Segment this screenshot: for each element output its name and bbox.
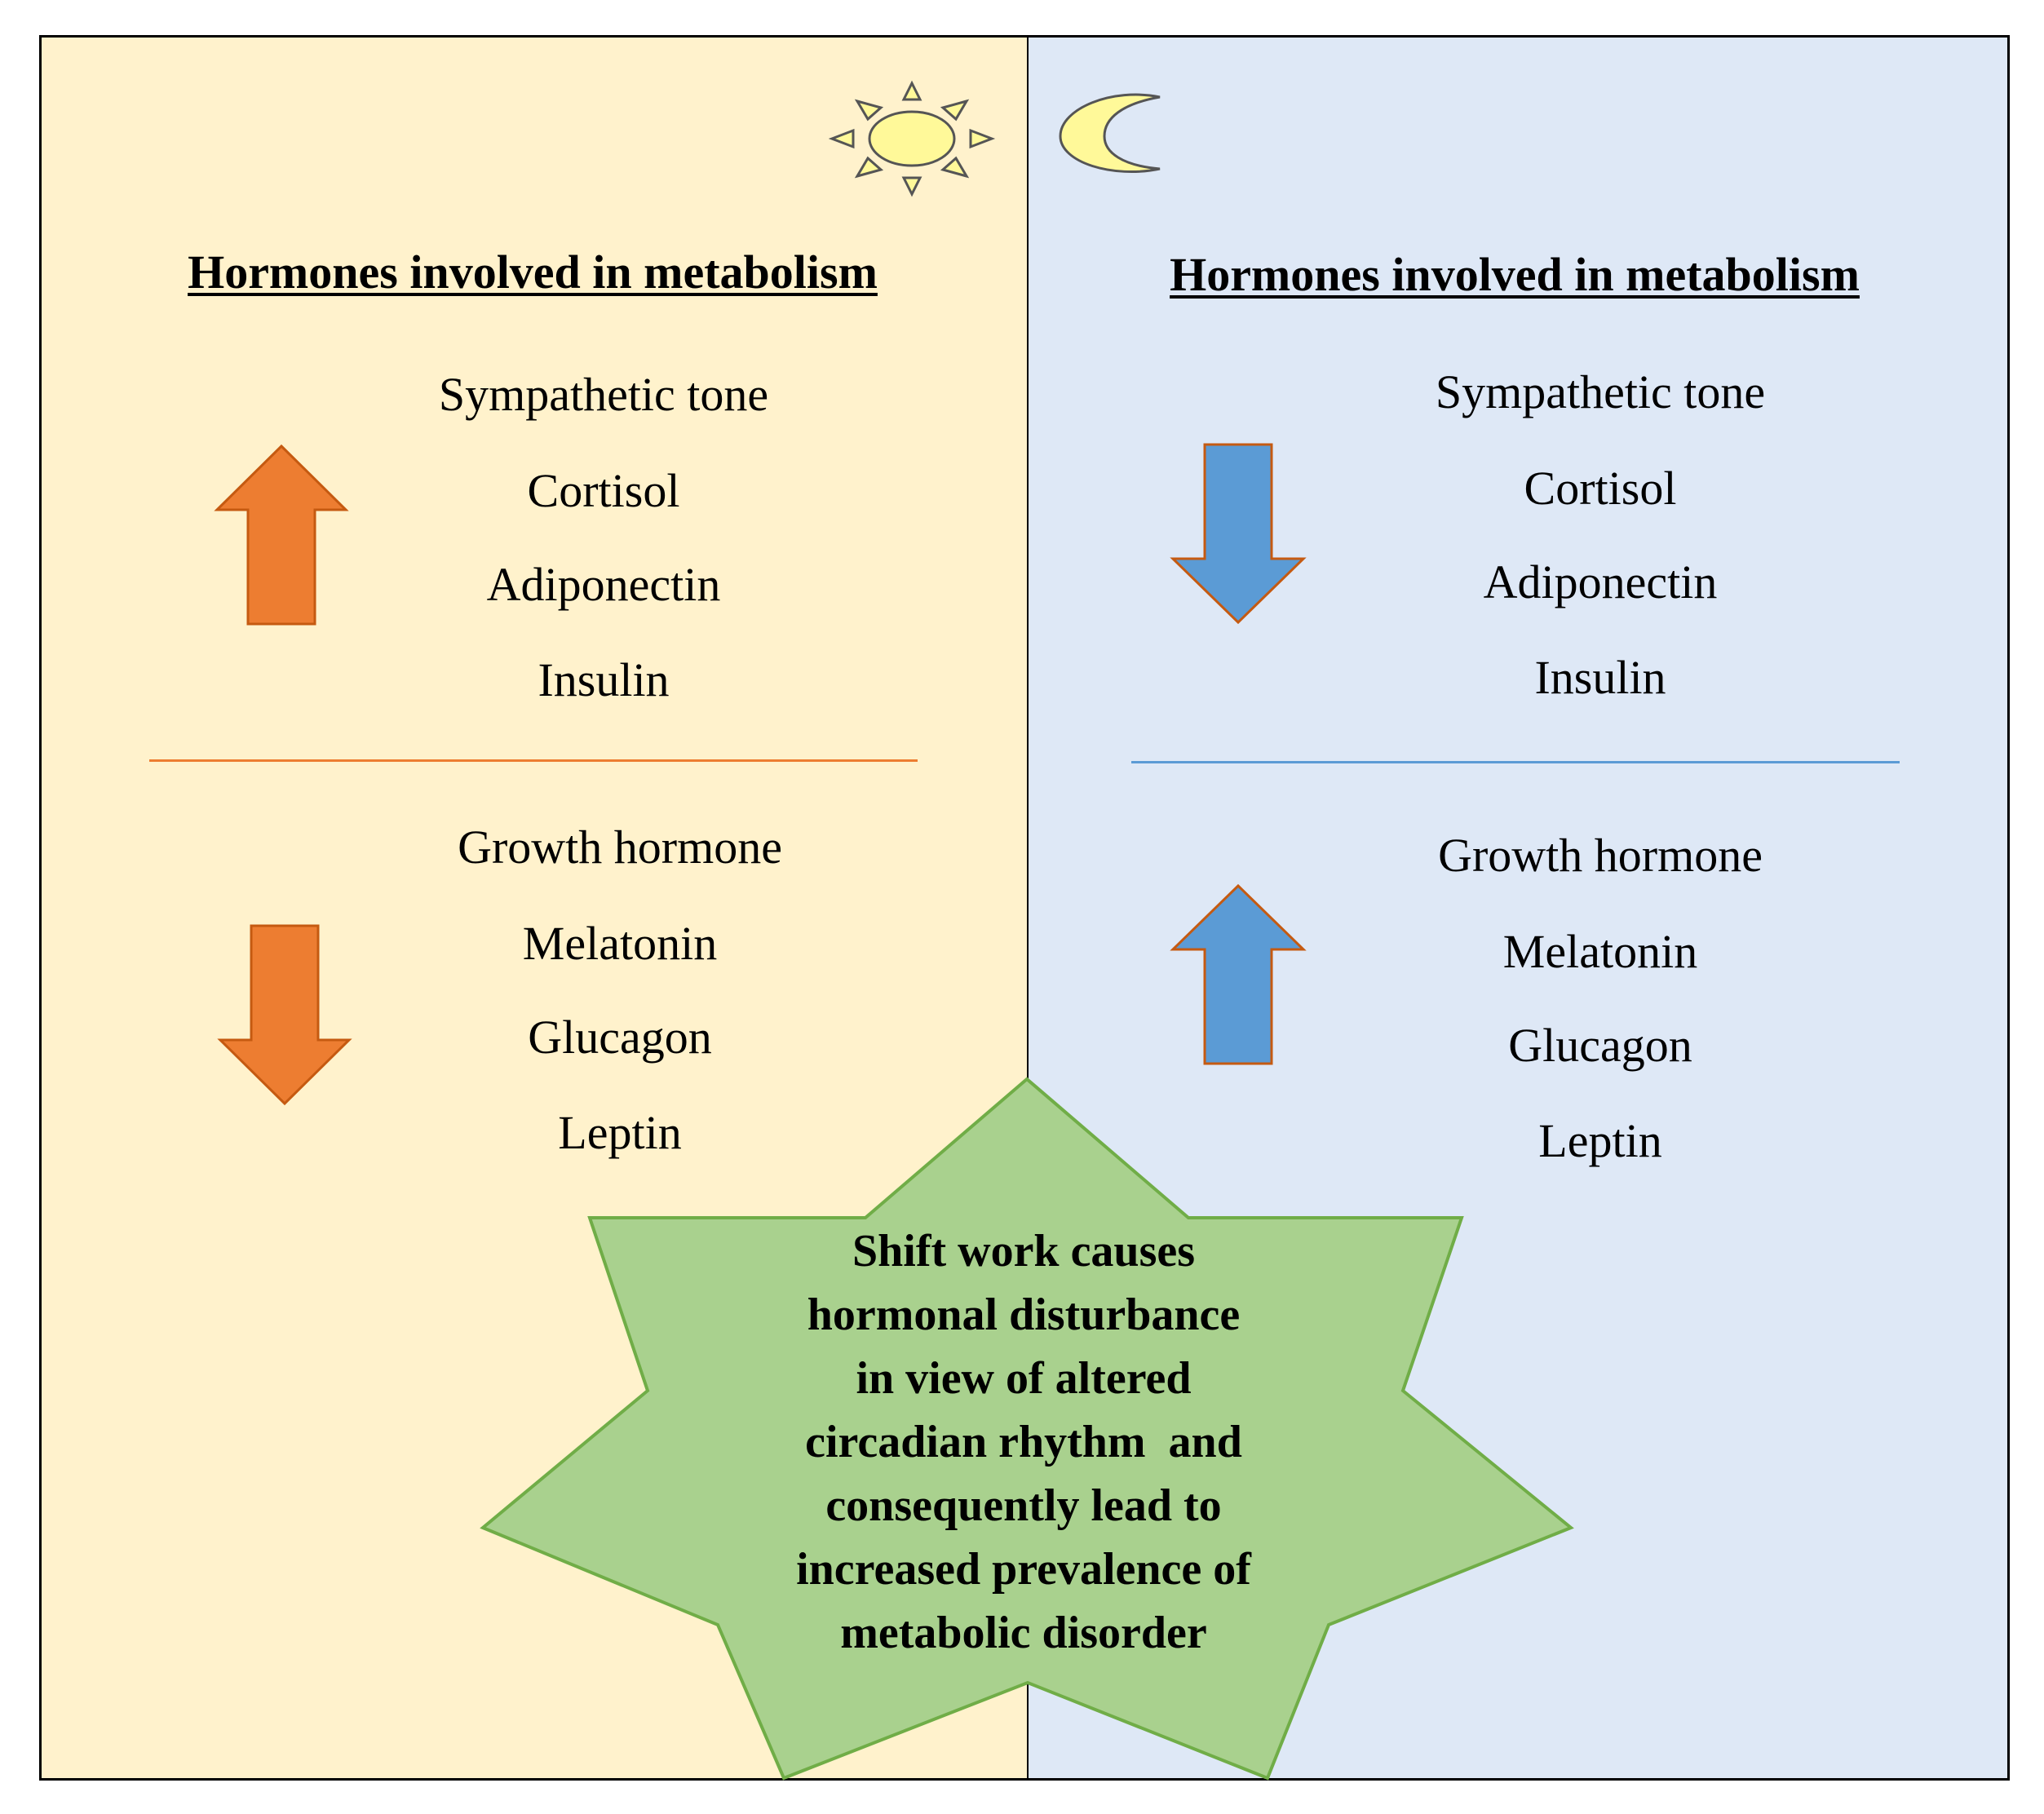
night-increased-item: Melatonin (1502, 925, 1698, 978)
day-down-arrow-icon (217, 924, 352, 1106)
moon-icon (1059, 93, 1161, 173)
day-increased-item: Cortisol (527, 464, 680, 517)
night-increased-item: Growth hormone (1438, 829, 1763, 882)
day-increased-item: Insulin (538, 653, 670, 706)
day-decreased-item: Growth hormone (458, 821, 782, 874)
star-text-line: Shift work causes (852, 1226, 1196, 1276)
day-up-arrow-icon (214, 444, 349, 626)
star-text-line: in view of altered (856, 1353, 1192, 1404)
night-decreased-item: Adiponectin (1483, 555, 1718, 608)
night-decreased-item: Insulin (1534, 651, 1666, 704)
star-text-line: metabolic disorder (840, 1608, 1207, 1658)
sun-icon (828, 80, 996, 197)
night-heading: Hormones involved in metabolism (1170, 248, 1860, 301)
night-up-arrow-icon (1170, 883, 1307, 1065)
day-divider (149, 759, 918, 762)
day-increased-item: Adiponectin (486, 558, 721, 611)
day-heading: Hormones involved in metabolism (188, 246, 878, 299)
night-decreased-item: Cortisol (1524, 462, 1677, 515)
star-text-line: consequently lead to (825, 1480, 1222, 1531)
day-decreased-item: Glucagon (528, 1011, 712, 1064)
night-decreased-item: Sympathetic tone (1435, 365, 1766, 418)
star-text: Shift work causes hormonal disturbance i… (718, 1219, 1329, 1665)
night-increased-item: Glucagon (1508, 1019, 1692, 1072)
day-decreased-item: Melatonin (522, 917, 718, 970)
star-text-line: hormonal disturbance (807, 1290, 1241, 1340)
night-down-arrow-icon (1170, 443, 1307, 625)
night-increased-item: Leptin (1538, 1114, 1662, 1167)
night-divider (1131, 761, 1900, 763)
day-increased-item: Sympathetic tone (438, 368, 769, 421)
star-text-line: increased prevalence of (796, 1544, 1251, 1595)
star-text-line: circadian rhythm and (805, 1417, 1242, 1467)
day-decreased-item: Leptin (558, 1106, 682, 1159)
